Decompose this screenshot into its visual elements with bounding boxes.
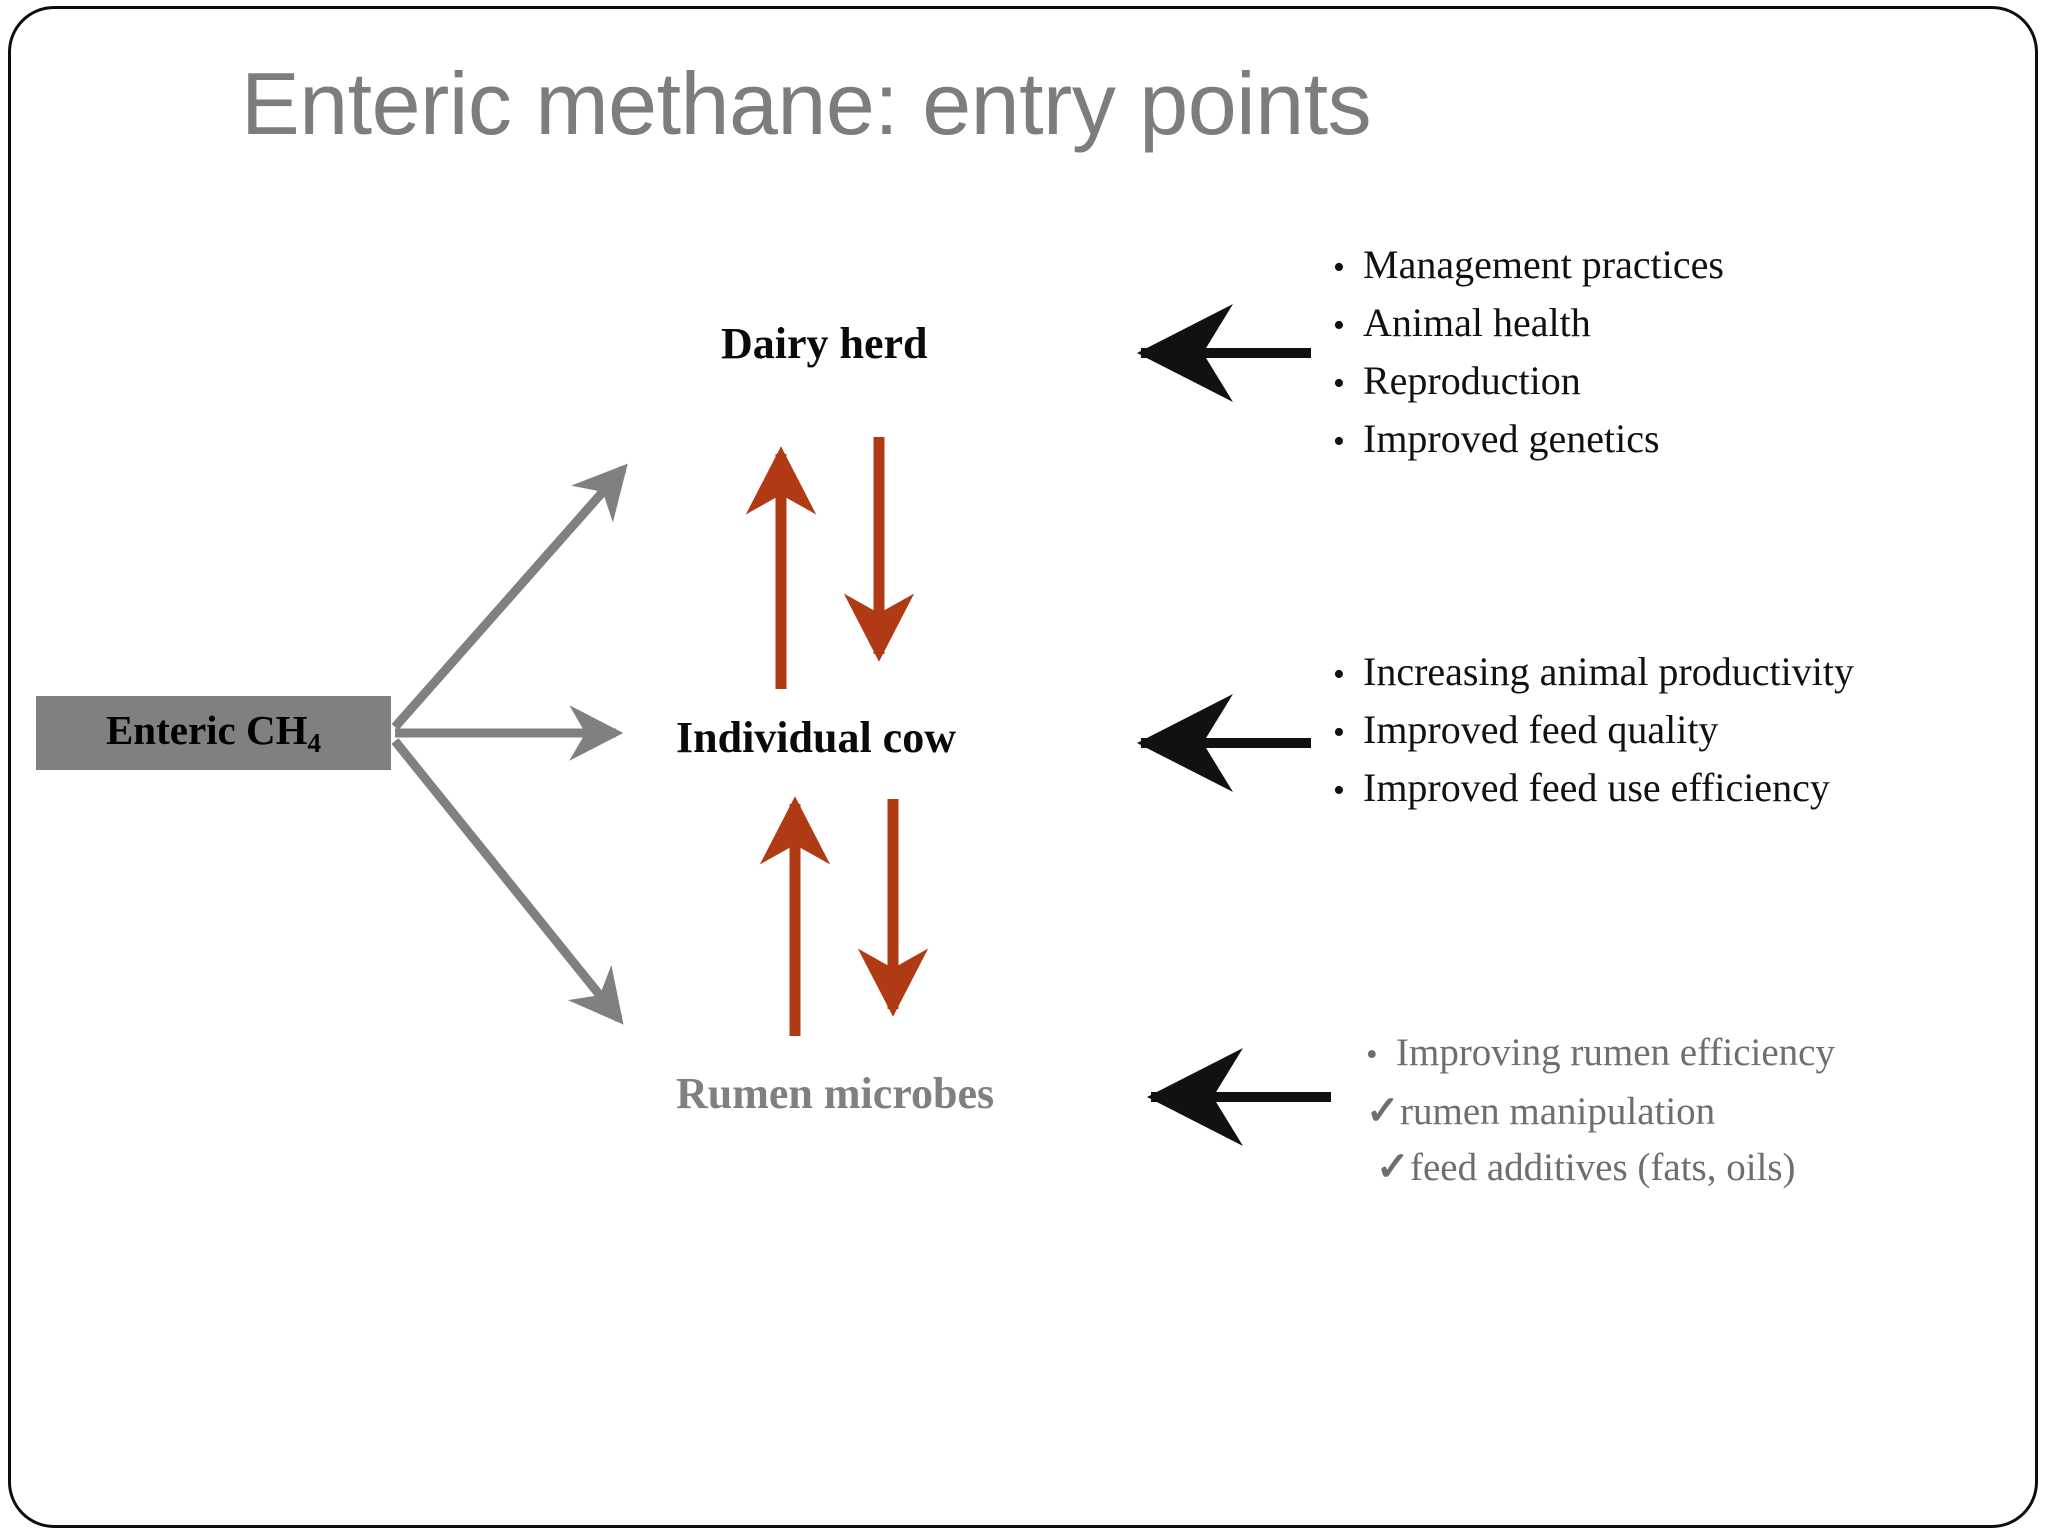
list-item-label: Increasing animal productivity xyxy=(1363,649,1854,694)
entry-points-list-dairy-herd: • Management practices • Animal health •… xyxy=(1333,237,1724,469)
source-arrow-to-rumen-microbes xyxy=(391,738,624,1025)
bullet-icon: • xyxy=(1333,423,1345,460)
list-item-label: Improved genetics xyxy=(1363,416,1660,461)
source-box-label: Enteric CH4 xyxy=(106,706,321,759)
bullet-icon: • xyxy=(1333,656,1345,693)
list-item: ✓ feed additives (fats, oils) xyxy=(1366,1139,1835,1195)
bullet-icon: • xyxy=(1333,772,1345,809)
list-item-label: feed additives (fats, oils) xyxy=(1410,1146,1796,1189)
list-item: • Management practices xyxy=(1333,237,1724,295)
page-title: Enteric methane: entry points xyxy=(241,54,1372,153)
bullet-icon: • xyxy=(1333,249,1345,286)
slide-frame: Enteric methane: entry points xyxy=(8,6,2038,1528)
entry-points-list-rumen-microbes: • Improving rumen efficiency ✓ rumen man… xyxy=(1366,1025,1835,1195)
list-item-label: Improved feed use efficiency xyxy=(1363,765,1830,810)
list-item: ✓ rumen manipulation xyxy=(1366,1083,1835,1139)
tier-label-individual-cow: Individual cow xyxy=(676,713,956,762)
check-icon: ✓ xyxy=(1376,1144,1410,1189)
list-item-label: rumen manipulation xyxy=(1400,1090,1716,1133)
bullet-icon: • xyxy=(1366,1037,1378,1073)
entry-points-list-individual-cow: • Increasing animal productivity • Impro… xyxy=(1333,644,1854,818)
list-item-label: Reproduction xyxy=(1363,358,1581,403)
list-item: • Improved feed quality xyxy=(1333,702,1854,760)
list-item-label: Animal health xyxy=(1363,300,1591,345)
list-item: • Reproduction xyxy=(1333,353,1724,411)
list-item-label: Improved feed quality xyxy=(1363,707,1719,752)
bullet-icon: • xyxy=(1333,365,1345,402)
list-item: • Improved feed use efficiency xyxy=(1333,760,1854,818)
list-item: • Improved genetics xyxy=(1333,411,1724,469)
source-arrow-to-dairy-herd xyxy=(391,463,628,730)
enteric-methane-source-box: Enteric CH4 xyxy=(36,696,391,770)
source-label-text: Enteric CH xyxy=(105,707,308,754)
list-item: • Improving rumen efficiency xyxy=(1366,1025,1835,1083)
list-item-label: Improving rumen efficiency xyxy=(1396,1031,1835,1074)
bullet-icon: • xyxy=(1333,307,1345,344)
list-item: • Animal health xyxy=(1333,295,1724,353)
list-item-label: Management practices xyxy=(1363,242,1724,287)
tier-label-dairy-herd: Dairy herd xyxy=(721,319,928,368)
list-item: • Increasing animal productivity xyxy=(1333,644,1854,702)
bullet-icon: • xyxy=(1333,714,1345,751)
check-icon: ✓ xyxy=(1366,1088,1400,1133)
source-label-subscript: 4 xyxy=(307,728,322,759)
tier-label-rumen-microbes: Rumen microbes xyxy=(676,1069,995,1118)
